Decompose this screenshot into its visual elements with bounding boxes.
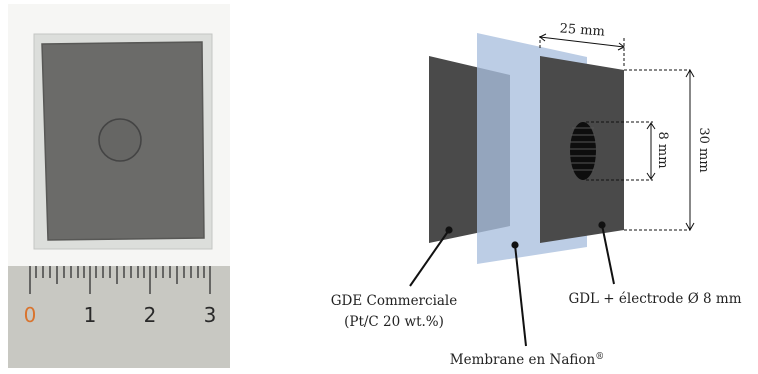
dimension-electrode-label: 8 mm bbox=[655, 131, 670, 168]
dimension-width-label: 25 mm bbox=[559, 21, 605, 39]
membrane-leader-dot bbox=[511, 241, 519, 249]
ruler-tick-0: 0 bbox=[24, 303, 37, 327]
ruler-tick-2: 2 bbox=[144, 303, 157, 327]
ruler bbox=[8, 266, 230, 368]
dimension-width bbox=[539, 33, 625, 66]
electrode-disk bbox=[98, 118, 142, 162]
electrode-hatch bbox=[570, 127, 596, 171]
dimension-electrode bbox=[586, 121, 656, 181]
membrane-label-text: Membrane en Nafion bbox=[450, 352, 596, 368]
gde-leader-dot bbox=[445, 226, 453, 234]
ruler-tick-3: 3 bbox=[204, 303, 217, 327]
membrane-label: Membrane en Nafion® bbox=[450, 352, 604, 368]
gdl-leader-dot bbox=[598, 221, 606, 229]
gde-label-line2: (Pt/C 20 wt.%) bbox=[344, 314, 444, 330]
dimension-height-label: 30 mm bbox=[696, 127, 711, 172]
sample-photo: 0 1 2 3 bbox=[8, 4, 230, 368]
gdl-leader bbox=[601, 224, 615, 285]
gde-leader bbox=[409, 229, 450, 287]
ruler-marks bbox=[29, 266, 211, 294]
membrane-leader bbox=[514, 244, 527, 347]
electrode-disk-diagram bbox=[570, 122, 596, 180]
gde-label-line1: GDE Commerciale bbox=[331, 293, 458, 309]
ruler-tick-1: 1 bbox=[84, 303, 97, 327]
gdl-label: GDL + électrode Ø 8 mm bbox=[568, 291, 741, 307]
dimension-height bbox=[624, 68, 695, 232]
membrane-label-registered: ® bbox=[595, 352, 604, 362]
